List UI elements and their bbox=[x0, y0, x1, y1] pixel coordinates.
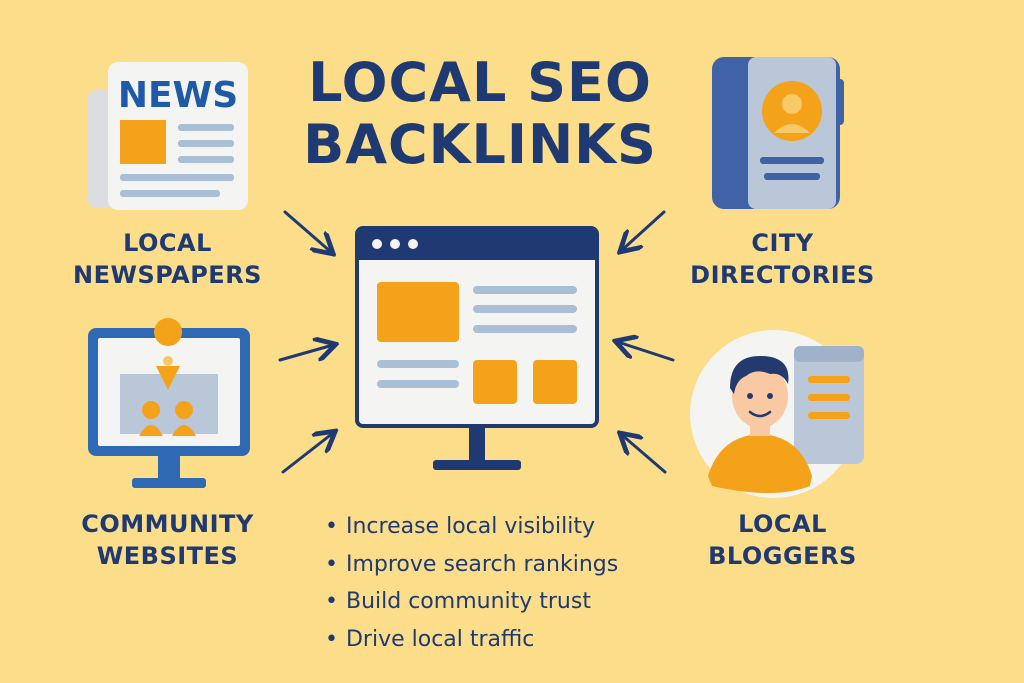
benefit-item: Increase local visibility bbox=[325, 508, 618, 546]
newspaper-icon: NEWS bbox=[88, 62, 248, 210]
label-line: BLOGGERS bbox=[708, 542, 857, 570]
benefit-item: Drive local traffic bbox=[325, 621, 618, 659]
blogger-avatar-icon bbox=[690, 330, 864, 498]
benefit-item: Improve search rankings bbox=[325, 546, 618, 584]
label-line: LOCAL bbox=[123, 229, 212, 257]
label-line: CITY bbox=[751, 229, 814, 257]
website-monitor-icon bbox=[355, 226, 599, 470]
benefits-list: Increase local visibility Improve search… bbox=[325, 508, 618, 658]
label-line: LOCAL bbox=[738, 510, 827, 538]
arrow-from-newspapers bbox=[283, 210, 331, 252]
arrow-from-community-top bbox=[278, 345, 333, 362]
arrow-from-directories bbox=[622, 210, 666, 250]
directory-book-icon bbox=[712, 57, 844, 209]
title-line-1: LOCAL SEO bbox=[308, 51, 652, 114]
label-community-websites: COMMUNITY WEBSITES bbox=[60, 508, 275, 572]
label-line: WEBSITES bbox=[96, 542, 239, 570]
label-line: DIRECTORIES bbox=[690, 261, 875, 289]
title-line-2: BACKLINKS bbox=[303, 113, 657, 176]
label-city-directories: CITY DIRECTORIES bbox=[680, 227, 885, 291]
arrow-from-community-bottom bbox=[281, 433, 333, 474]
label-local-bloggers: LOCAL BLOGGERS bbox=[680, 508, 885, 572]
benefit-item: Build community trust bbox=[325, 583, 618, 621]
arrow-from-bloggers-bottom bbox=[622, 435, 667, 474]
arrow-from-bloggers-top bbox=[618, 342, 675, 362]
newspaper-masthead: NEWS bbox=[118, 75, 238, 116]
label-line: NEWSPAPERS bbox=[73, 261, 262, 289]
label-line: COMMUNITY bbox=[81, 510, 254, 538]
community-monitor-icon bbox=[88, 318, 250, 488]
page-title: LOCAL SEO BACKLINKS bbox=[250, 52, 710, 176]
label-local-newspapers: LOCAL NEWSPAPERS bbox=[60, 227, 275, 291]
